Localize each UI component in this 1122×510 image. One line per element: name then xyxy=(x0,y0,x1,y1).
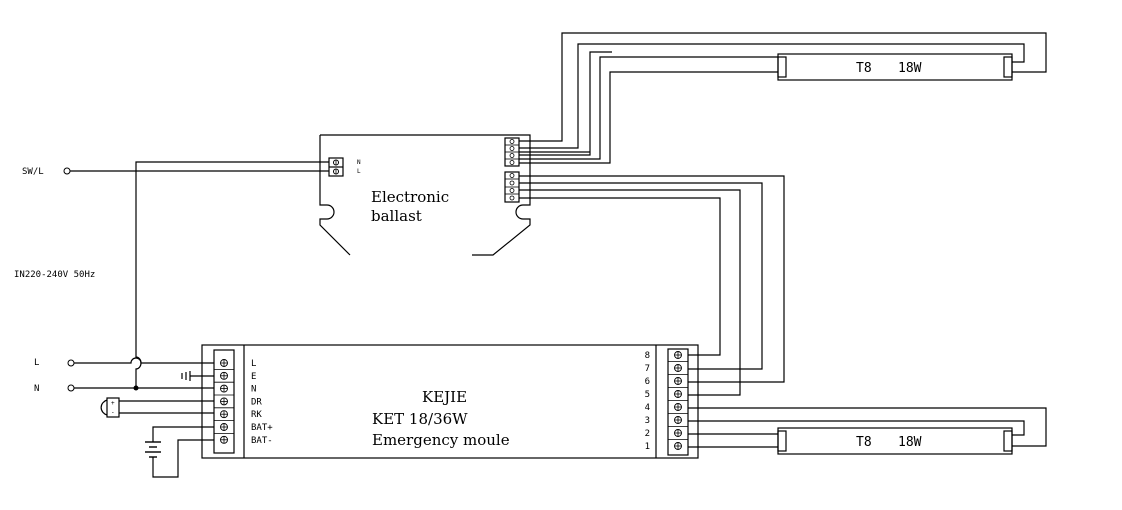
ballast-line2: ballast xyxy=(371,207,422,225)
l-label: L xyxy=(34,358,39,368)
module-right-terminal-label-5: 3 xyxy=(645,416,650,426)
n-terminal xyxy=(67,384,75,392)
wire-4 xyxy=(688,407,1047,447)
ballast-pin-l: L xyxy=(357,168,361,175)
wire-l xyxy=(74,357,214,364)
module-desc: Emergency moule xyxy=(372,431,510,449)
lamp-top: T8 18W xyxy=(777,53,1013,81)
wire-ballast-n xyxy=(135,161,329,388)
module-left-terminal-label-6: BAT- xyxy=(251,436,273,446)
battery xyxy=(145,426,214,478)
wire-out-2 xyxy=(519,43,1025,149)
led-indicator: + - xyxy=(100,397,214,418)
ballast-line1: Electronic xyxy=(371,188,449,206)
wire-6 xyxy=(519,189,741,396)
module-left-terminal-label-1: E xyxy=(251,372,256,382)
lamp-bottom-label: T8 xyxy=(856,435,872,450)
lamp-top-label: T8 xyxy=(856,61,872,76)
svg-text:+: + xyxy=(111,400,115,407)
module-left-terminal-label-3: DR xyxy=(251,397,262,407)
lamp-bottom-power: 18W xyxy=(898,435,922,450)
n-junction-dot xyxy=(133,385,139,391)
module-right-terminals: 8 7 6 5 4 3 2 1 xyxy=(645,351,688,452)
lamp-top-power: 18W xyxy=(898,61,922,76)
module-right-terminal-label-2: 6 xyxy=(645,377,650,387)
module-model: KET 18/36W xyxy=(372,410,468,428)
wire-out-3 xyxy=(519,51,612,156)
module-brand: KEJIE xyxy=(422,388,467,406)
n-label: N xyxy=(34,384,39,394)
svg-text:-: - xyxy=(111,409,115,416)
lamp-bottom: T8 18W xyxy=(777,427,1013,455)
module-right-terminal-label-4: 4 xyxy=(645,403,650,413)
wire-out-3b xyxy=(519,56,778,160)
ballast-pin-n: N xyxy=(357,159,361,166)
module-right-terminal-label-6: 2 xyxy=(645,429,650,439)
module-left-terminal-label-5: BAT+ xyxy=(251,423,273,433)
supply-label: IN220-240V 50Hz xyxy=(14,270,95,280)
wire-out-4b xyxy=(519,71,778,164)
wire-7 xyxy=(519,182,763,370)
module-left-terminal-label-4: RK xyxy=(251,410,262,420)
module-right-terminal-label-3: 5 xyxy=(645,390,650,400)
sw-l-terminal xyxy=(63,167,71,175)
module-right-terminal-label-7: 1 xyxy=(645,442,650,452)
module-right-terminal-label-0: 8 xyxy=(645,351,650,361)
ballast-outline xyxy=(319,134,531,256)
sw-l-label: SW/L xyxy=(22,167,44,177)
module-left-terminal-label-0: L xyxy=(251,359,256,369)
wire-5 xyxy=(519,197,721,356)
module-right-terminal-block xyxy=(667,348,689,456)
module-left-terminal-label-2: N xyxy=(251,385,256,395)
earth-symbol xyxy=(181,371,214,381)
l-terminal xyxy=(67,359,75,367)
wire-8 xyxy=(519,175,785,383)
wire-out-1 xyxy=(519,32,1047,142)
wire-3 xyxy=(688,420,1025,436)
module-left-terminals: LEN DR RK BAT+ BAT- xyxy=(214,359,273,446)
module-right-terminal-label-1: 7 xyxy=(645,364,650,374)
